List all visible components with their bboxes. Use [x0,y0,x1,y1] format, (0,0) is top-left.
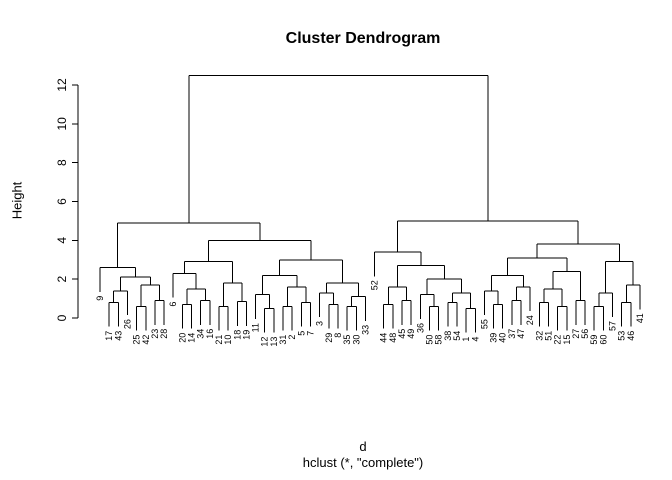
leaf-label: 58 [434,335,444,345]
leaf-label: 38 [443,331,453,341]
leaf-label: 46 [626,331,636,341]
leaf-label: 51 [543,331,553,341]
leaf-label: 1 [461,337,471,342]
leaf-label: 19 [241,330,251,340]
leaf-label: 29 [324,333,334,343]
leaf-label: 49 [406,329,416,339]
leaf-label: 22 [553,335,563,345]
leaf-label: 3 [315,321,325,326]
y-axis-tick-label: 12 [55,78,69,92]
leaf-label: 59 [589,335,599,345]
leaf-label: 53 [617,331,627,341]
leaf-label: 48 [388,333,398,343]
leaf-label: 55 [479,319,489,329]
leaf-label: 27 [571,329,581,339]
leaf-label: 14 [187,333,197,343]
leaf-label: 54 [452,331,462,341]
leaf-label: 56 [580,329,590,339]
leaf-label: 25 [132,335,142,345]
y-axis-tick-label: 10 [55,117,69,131]
y-axis-tick-label: 2 [55,276,69,283]
leaf-label: 4 [470,337,480,342]
leaf-label: 44 [379,333,389,343]
leaf-label: 21 [214,335,224,345]
y-axis-tick-label: 4 [55,237,69,244]
leaf-label: 17 [104,331,114,341]
x-axis-label-method: hclust (*, "complete") [302,455,424,470]
leaf-label: 50 [424,335,434,345]
leaf-label: 11 [251,323,261,332]
leaf-label: 40 [498,333,508,343]
leaf-label: 42 [141,335,151,345]
leaf-label: 7 [306,331,316,336]
leaf-label: 12 [260,337,270,347]
leaf-label: 15 [562,335,572,345]
leaf-label: 30 [351,335,361,345]
leaf-label: 6 [168,302,178,307]
leaf-label: 8 [333,333,343,338]
plot-title: Cluster Dendrogram [285,30,441,47]
y-axis-tick-label: 6 [55,198,69,205]
leaf-label: 33 [360,325,370,335]
leaf-label: 24 [525,315,535,325]
leaf-label: 35 [342,335,352,345]
leaf-label: 32 [534,331,544,341]
leaf-label: 52 [370,280,380,290]
leaf-label: 57 [608,321,618,331]
leaf-label: 2 [287,335,297,340]
leaf-label: 18 [232,330,242,340]
leaf-label: 26 [122,319,132,329]
leaf-label: 45 [397,329,407,339]
leaf-label: 16 [205,329,215,339]
leaf-label: 39 [489,333,499,343]
leaf-label: 37 [507,329,517,339]
leaf-label: 9 [95,296,105,301]
x-axis-label-data: d [359,439,367,454]
leaf-label: 60 [598,335,608,345]
leaf-label: 47 [516,329,526,339]
leaf-label: 36 [415,323,425,333]
leaf-label: 23 [150,329,160,339]
leaf-label: 13 [269,337,279,347]
y-axis-tick-label: 0 [55,314,69,321]
leaf-label: 43 [113,331,123,341]
leaf-label: 31 [278,335,288,345]
leaf-label: 28 [159,329,169,339]
leaf-label: 41 [635,313,645,323]
leaf-label: 10 [223,335,233,345]
leaf-label: 20 [177,333,187,343]
y-axis-tick-label: 8 [55,159,69,166]
leaf-label: 5 [296,331,306,336]
leaf-label: 34 [196,329,206,339]
